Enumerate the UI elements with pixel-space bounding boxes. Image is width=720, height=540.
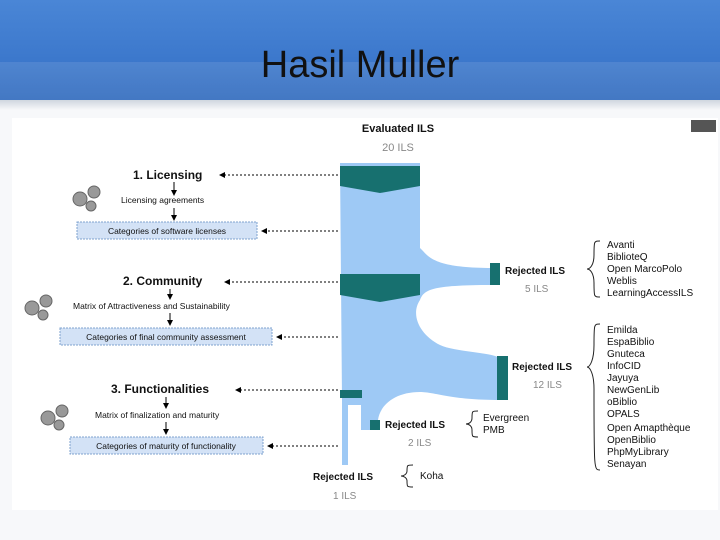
band-3: [340, 390, 362, 398]
title-bar: [0, 0, 720, 100]
svg-text:PhpMyLibrary: PhpMyLibrary: [607, 447, 669, 458]
svg-text:LearningAccessILS: LearningAccessILS: [607, 288, 693, 299]
slide-title: Hasil Muller: [260, 44, 460, 86]
svg-text:InfoCID: InfoCID: [607, 361, 641, 372]
svg-text:EspaBiblio: EspaBiblio: [607, 337, 655, 348]
reject-3-brace: [465, 410, 479, 438]
reject-2-count: 12 ILS: [533, 380, 562, 391]
gear-icon-3: [40, 404, 69, 431]
step-3-output-box: [69, 436, 264, 455]
svg-text:Avanti: Avanti: [607, 240, 635, 251]
step-2-method: Matrix of Attractiveness and Sustainabil…: [73, 301, 231, 311]
flow-main: [340, 163, 500, 465]
svg-text:Open Amapthèque: Open Amapthèque: [607, 423, 691, 434]
svg-text:Jayuya: Jayuya: [607, 373, 639, 384]
svg-text:NewGenLib: NewGenLib: [607, 385, 660, 396]
reject-band-2: [497, 356, 508, 400]
reject-3-count: 2 ILS: [408, 438, 432, 449]
reject-2-brace: [586, 323, 601, 471]
reject-4-count: 1 ILS: [333, 491, 357, 502]
step-3-heading: 3. Functionalities: [111, 382, 209, 396]
reject-3-list: Evergreen PMB: [483, 413, 529, 436]
reject-4-item: Koha: [420, 471, 444, 482]
svg-text:OpenBiblio: OpenBiblio: [607, 435, 656, 446]
svg-text:Senayan: Senayan: [607, 459, 646, 470]
step-2-output-box: [59, 327, 273, 346]
reject-1-count: 5 ILS: [525, 284, 549, 295]
step-3-output: Categories of maturity of functionality: [96, 441, 237, 451]
reject-2-list: Emilda EspaBiblio Gnuteca InfoCID Jayuya…: [607, 325, 691, 470]
svg-text:Open MarcoPolo: Open MarcoPolo: [607, 264, 682, 275]
gear-icon-2: [24, 294, 53, 321]
title-shadow: [0, 100, 720, 110]
svg-text:BiblioteQ: BiblioteQ: [607, 252, 648, 263]
reject-1-label: Rejected ILS: [505, 266, 565, 277]
reject-3-label: Rejected ILS: [385, 420, 445, 431]
gear-icon-1: [72, 185, 101, 212]
svg-text:PMB: PMB: [483, 425, 505, 436]
step-1-output: Categories of software licenses: [108, 226, 226, 236]
top-count: 20 ILS: [382, 142, 414, 154]
reject-band-3: [370, 420, 380, 430]
top-label: Evaluated ILS: [362, 123, 434, 135]
reject-1-brace: [586, 240, 601, 298]
svg-text:Emilda: Emilda: [607, 325, 638, 336]
reject-4-brace: [400, 464, 414, 488]
step-2-heading: 2. Community: [123, 274, 203, 288]
band-1: [340, 166, 420, 193]
scroll-handle[interactable]: [691, 120, 716, 132]
reject-1-list: Avanti BiblioteQ Open MarcoPolo Weblis L…: [607, 240, 693, 299]
svg-text:Gnuteca: Gnuteca: [607, 349, 645, 360]
band-2: [340, 274, 420, 302]
reject-2-label: Rejected ILS: [512, 362, 572, 373]
svg-text:OPALS: OPALS: [607, 409, 640, 420]
reject-4-label: Rejected ILS: [313, 472, 373, 483]
svg-text:Weblis: Weblis: [607, 276, 637, 287]
step-3-method: Matrix of finalization and maturity: [95, 410, 220, 420]
svg-text:Evergreen: Evergreen: [483, 413, 529, 424]
reject-band-1: [490, 263, 500, 285]
step-1-method: Licensing agreements: [121, 195, 204, 205]
step-2-output: Categories of final community assessment: [86, 332, 246, 342]
step-1-heading: 1. Licensing: [133, 168, 202, 182]
svg-text:oBiblio: oBiblio: [607, 397, 637, 408]
step-1-output-box: [76, 221, 258, 240]
